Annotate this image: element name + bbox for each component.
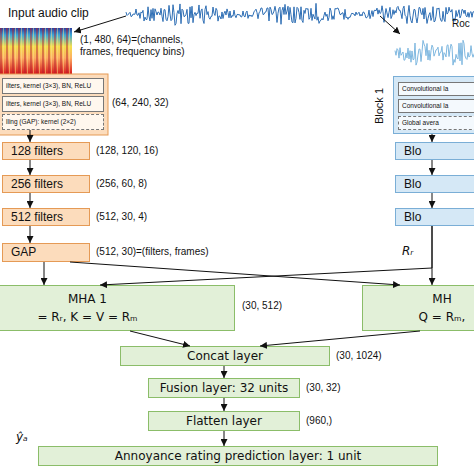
node-detail: Q = Rₘ, <box>419 310 466 324</box>
flow-arrow <box>30 193 31 208</box>
flow-arrow <box>130 331 190 346</box>
dimension-label: (64, 240, 32) <box>112 97 169 109</box>
conv-block-box: Blo <box>395 208 474 226</box>
dimension-label: (30, 1024) <box>336 350 382 362</box>
dimension-label: (128, 120, 16) <box>96 145 158 157</box>
node-title: ilters, kernel (3×3), BN, ReLU <box>6 82 91 90</box>
node-title: MH <box>432 292 451 306</box>
attention-box: MH Q = Rₘ, <box>362 285 474 331</box>
dimension-label: (512, 30)=(filters, frames) <box>96 246 209 258</box>
dimension-label: (512, 30, 4) <box>96 211 147 223</box>
node-title: Concat layer <box>187 349 263 363</box>
waveform <box>395 40 474 65</box>
node-title: 128 filters <box>11 144 63 158</box>
conv-block-box: Blo <box>395 142 474 160</box>
conv-block-box: 256 filters <box>2 175 90 193</box>
node-title: Block 1 <box>373 88 386 124</box>
layer-box: Concat layer <box>120 346 330 366</box>
flow-arrow <box>30 226 31 243</box>
conv-layer-row: Convolutional la <box>398 99 474 113</box>
layer-box: Fusion layer: 32 units <box>148 378 300 398</box>
layer-box: Flatten layer <box>148 411 300 431</box>
pooling-box: GAP <box>2 243 90 262</box>
flow-arrow <box>224 398 225 411</box>
node-title: Flatten layer <box>186 414 262 428</box>
pooling-row: lling (GAP): kernel (2×2) <box>2 114 104 130</box>
node-title: Annoyance rating prediction layer: 1 uni… <box>115 449 361 463</box>
conv-layer-row: ilters, kernel (3×3), BN, ReLU <box>2 96 104 112</box>
conv-block-outline <box>0 74 108 135</box>
flow-arrow <box>432 160 433 175</box>
conv-block-box: 128 filters <box>2 142 90 160</box>
flow-arrow <box>30 160 31 175</box>
node-title: 512 filters <box>11 210 63 224</box>
spectrogram <box>0 28 72 74</box>
node-title: Fusion layer: 32 units <box>160 381 289 395</box>
branch-label: Roc <box>452 18 470 30</box>
waveform <box>126 3 474 25</box>
conv-block-box: 512 filters <box>2 208 90 226</box>
variable-label: ŷₐ <box>16 430 28 444</box>
node-title: Global avera <box>402 119 439 127</box>
conv-block-box: Blo <box>395 175 474 193</box>
node-title: lling (GAP): kernel (2×2) <box>6 118 76 126</box>
pooling-row: Global avera <box>398 116 474 130</box>
node-title: MHA 1 <box>68 292 107 306</box>
node-title: Blo <box>404 144 421 158</box>
flow-arrow <box>432 193 433 208</box>
attention-box: MHA 1 = Rᵣ, K = V = Rₘ <box>0 285 235 331</box>
node-title: Convolutional la <box>402 102 448 110</box>
dimension-label: (256, 60, 8) <box>96 178 147 190</box>
flow-arrow <box>260 331 420 346</box>
output-box: Annoyance rating prediction layer: 1 uni… <box>38 446 438 466</box>
node-detail: = Rᵣ, K = V = Rₘ <box>37 310 137 324</box>
block-box: Block 1Convolutional laConvolutional laG… <box>393 76 474 134</box>
flow-arrow <box>44 262 45 285</box>
dimension-label: (30, 32) <box>306 382 340 394</box>
node-title: GAP <box>11 245 36 259</box>
dimension-label: (30, 512) <box>242 300 282 312</box>
spectrogram <box>0 28 72 74</box>
conv-layer-row: ilters, kernel (3×3), BN, ReLU <box>2 78 104 94</box>
dimension-label: (1, 480, 64)=(channels, frames, frequenc… <box>80 34 208 58</box>
node-title: 256 filters <box>11 177 63 191</box>
dimension-label: (960,) <box>306 415 332 427</box>
node-title: ilters, kernel (3×3), BN, ReLU <box>6 100 91 108</box>
flow-arrow <box>432 226 433 285</box>
flow-arrow <box>100 226 432 285</box>
node-title: Blo <box>404 210 421 224</box>
input-label: Input audio clip <box>8 6 89 20</box>
flow-arrow <box>224 431 225 446</box>
flow-arrow <box>432 134 433 142</box>
flow-arrow <box>224 366 225 378</box>
node-title: Blo <box>404 177 421 191</box>
node-title: Convolutional la <box>402 85 448 93</box>
flow-arrow <box>30 130 31 142</box>
variable-label: Rᵣ <box>402 244 413 258</box>
leader-line <box>380 16 400 34</box>
conv-layer-row: Convolutional la <box>398 82 474 96</box>
flow-arrow <box>70 262 400 285</box>
